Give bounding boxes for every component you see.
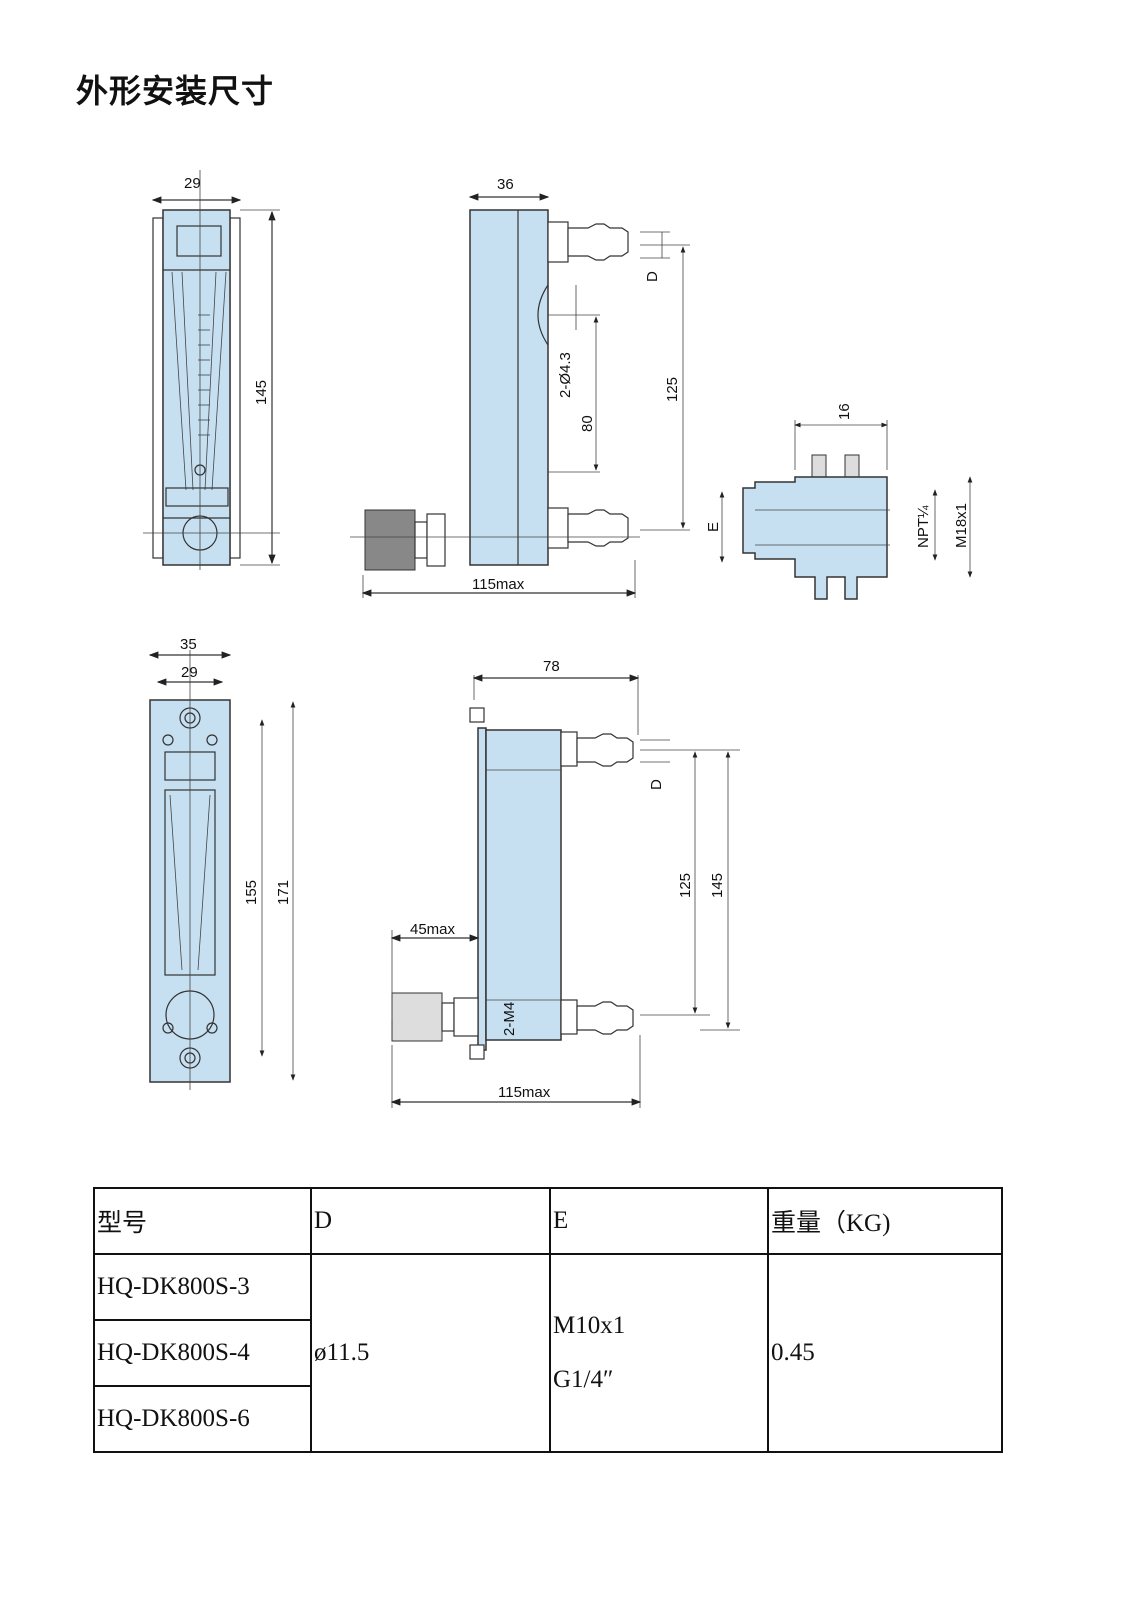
spec-table: 型号 D E 重量（KG) HQ-DK800S-3 ø11.5 M10x1 G1… <box>93 1187 1003 1453</box>
top-hose-fitting <box>547 221 629 263</box>
table-row: HQ-DK800S-3 ø11.5 M10x1 G1/4″ 0.45 <box>93 1253 1003 1453</box>
top-hose-fitting <box>560 731 634 767</box>
dim-width: 29 <box>184 175 201 192</box>
dim-total: 115max <box>472 576 525 593</box>
dim-hole-spacing: 155 <box>243 880 260 905</box>
d-cell: ø11.5 <box>310 1253 551 1453</box>
needle-valve-knob <box>364 509 446 571</box>
side-view-panel: 78 D 125 145 45max 2-M4 115max <box>390 658 740 1108</box>
dim-height: 145 <box>709 873 726 898</box>
model-cell: HQ-DK800S-3 <box>93 1253 312 1321</box>
header-model: 型号 <box>93 1187 312 1255</box>
dim-port-spacing: 125 <box>677 873 694 898</box>
e-value-1: M10x1 <box>553 1312 626 1339</box>
e-cell: M10x1 G1/4″ <box>549 1253 769 1453</box>
dim-depth: 78 <box>543 658 560 675</box>
dim-d: D <box>644 271 661 282</box>
dim-npt: NPT¼ <box>915 505 932 548</box>
table-row: HQ-DK800S-4 <box>93 1319 1002 1387</box>
technical-drawings: 29 145 36 D 2-Ø4.3 80 125 115max <box>143 170 973 1108</box>
needle-valve-knob <box>391 992 479 1042</box>
side-view-top: 36 D 2-Ø4.3 80 125 115max <box>350 176 690 598</box>
dim-depth: 36 <box>497 176 514 193</box>
dim-e: E <box>705 522 722 532</box>
dim-height: 145 <box>253 380 270 405</box>
dim-knob: 45max <box>410 921 456 938</box>
model-cell: HQ-DK800S-6 <box>93 1385 312 1453</box>
front-view-top: 29 145 <box>143 170 280 570</box>
page-title: 外形安装尺寸 <box>76 72 275 110</box>
dim-width: 16 <box>836 403 853 420</box>
front-view-panel: 35 29 155 171 <box>148 636 296 1090</box>
fitting-detail: 16 E NPT¼ M18x1 <box>705 403 973 600</box>
dim-hole-spacing: 80 <box>579 415 596 432</box>
dim-thread: M18x1 <box>953 503 970 548</box>
dim-port-spacing: 125 <box>664 377 681 402</box>
dim-outer: 35 <box>180 636 197 653</box>
header-d: D <box>310 1187 551 1255</box>
bottom-hose-fitting <box>560 999 634 1035</box>
e-value-2: G1/4″ <box>553 1366 614 1393</box>
dim-screws: 2-M4 <box>501 1002 518 1036</box>
model-cell: HQ-DK800S-4 <box>93 1319 312 1387</box>
header-e: E <box>549 1187 769 1255</box>
header-weight: 重量（KG) <box>767 1187 1003 1255</box>
table-row: HQ-DK800S-6 <box>93 1385 1002 1453</box>
table-header-row: 型号 D E 重量（KG) <box>93 1187 1003 1255</box>
weight-cell: 0.45 <box>767 1253 1003 1453</box>
dim-inner: 29 <box>181 664 198 681</box>
dim-d: D <box>648 779 665 790</box>
dim-height: 171 <box>275 880 292 905</box>
dim-holes: 2-Ø4.3 <box>557 352 574 398</box>
dim-total: 115max <box>498 1084 551 1101</box>
bottom-hose-fitting <box>547 507 629 549</box>
